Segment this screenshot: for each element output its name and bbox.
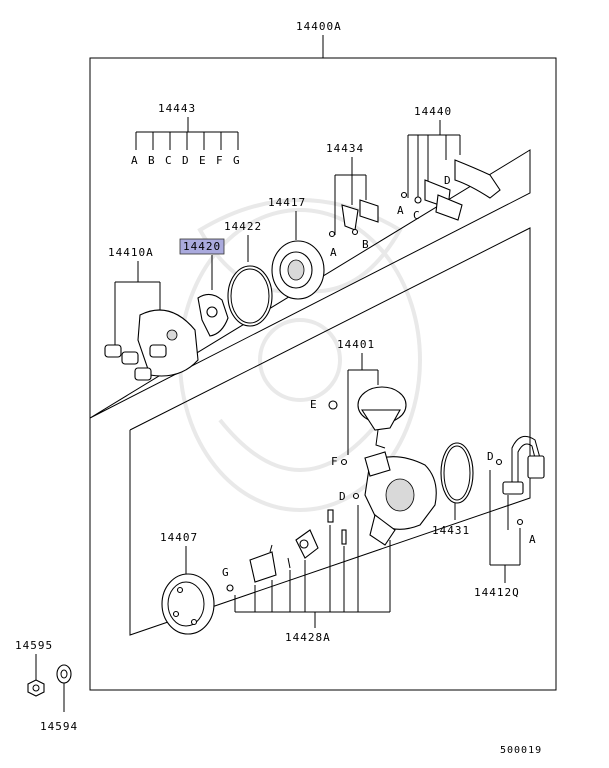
highlight-box-14420 bbox=[179, 238, 225, 255]
callout-g: G bbox=[222, 566, 230, 579]
callout-d-housing: D bbox=[339, 490, 347, 503]
small-parts-group bbox=[226, 509, 347, 592]
housing-cap bbox=[271, 240, 325, 300]
callout-c-14440: C bbox=[413, 209, 421, 222]
catalog-number: 500019 bbox=[500, 745, 542, 756]
part-label-14422[interactable]: 14422 bbox=[224, 220, 262, 233]
callout-e: E bbox=[310, 398, 318, 411]
part-label-14412Q[interactable]: 14412Q bbox=[474, 586, 520, 599]
letter-c: C bbox=[165, 154, 173, 167]
part-label-14595[interactable]: 14595 bbox=[15, 639, 53, 652]
washer bbox=[56, 664, 72, 684]
assembly-frame bbox=[89, 57, 557, 691]
callout-b-14434: B bbox=[362, 238, 370, 251]
callout-a-14440: A bbox=[397, 204, 405, 217]
o-ring-14431 bbox=[440, 442, 474, 504]
connector-part bbox=[328, 199, 379, 238]
part-label-14428A[interactable]: 14428A bbox=[285, 631, 331, 644]
letter-f: F bbox=[216, 154, 224, 167]
letter-d: D bbox=[182, 154, 190, 167]
o-ring bbox=[227, 265, 273, 327]
letter-a: A bbox=[131, 154, 139, 167]
callout-f: F bbox=[331, 455, 339, 468]
callout-a-14412Q: A bbox=[529, 533, 537, 546]
nut bbox=[27, 679, 45, 697]
callout-d-14440: D bbox=[444, 174, 452, 187]
rotor bbox=[197, 293, 229, 337]
callout-a-14434: A bbox=[330, 246, 338, 259]
part-label-14401[interactable]: 14401 bbox=[337, 338, 375, 351]
part-label-14440[interactable]: 14440 bbox=[414, 105, 452, 118]
part-label-14420[interactable]: 14420 bbox=[183, 240, 221, 253]
assembly-label[interactable]: 14400A bbox=[296, 20, 342, 33]
part-label-14434[interactable]: 14434 bbox=[326, 142, 364, 155]
vacuum-advance bbox=[328, 386, 407, 466]
sensor-harness bbox=[495, 435, 545, 530]
letter-e: E bbox=[199, 154, 207, 167]
part-label-14417[interactable]: 14417 bbox=[268, 196, 306, 209]
drive-gear bbox=[161, 573, 215, 635]
part-label-14594[interactable]: 14594 bbox=[40, 720, 78, 733]
callout-d-14412Q: D bbox=[487, 450, 495, 463]
clamp-bracket bbox=[400, 159, 501, 221]
distributor-cap bbox=[104, 309, 199, 381]
letter-b: B bbox=[148, 154, 156, 167]
part-label-14443[interactable]: 14443 bbox=[158, 102, 196, 115]
distributor-housing bbox=[352, 451, 437, 546]
part-label-14407[interactable]: 14407 bbox=[160, 531, 198, 544]
part-label-14410A[interactable]: 14410A bbox=[108, 246, 154, 259]
letter-g: G bbox=[233, 154, 241, 167]
part-label-14431[interactable]: 14431 bbox=[432, 524, 470, 537]
